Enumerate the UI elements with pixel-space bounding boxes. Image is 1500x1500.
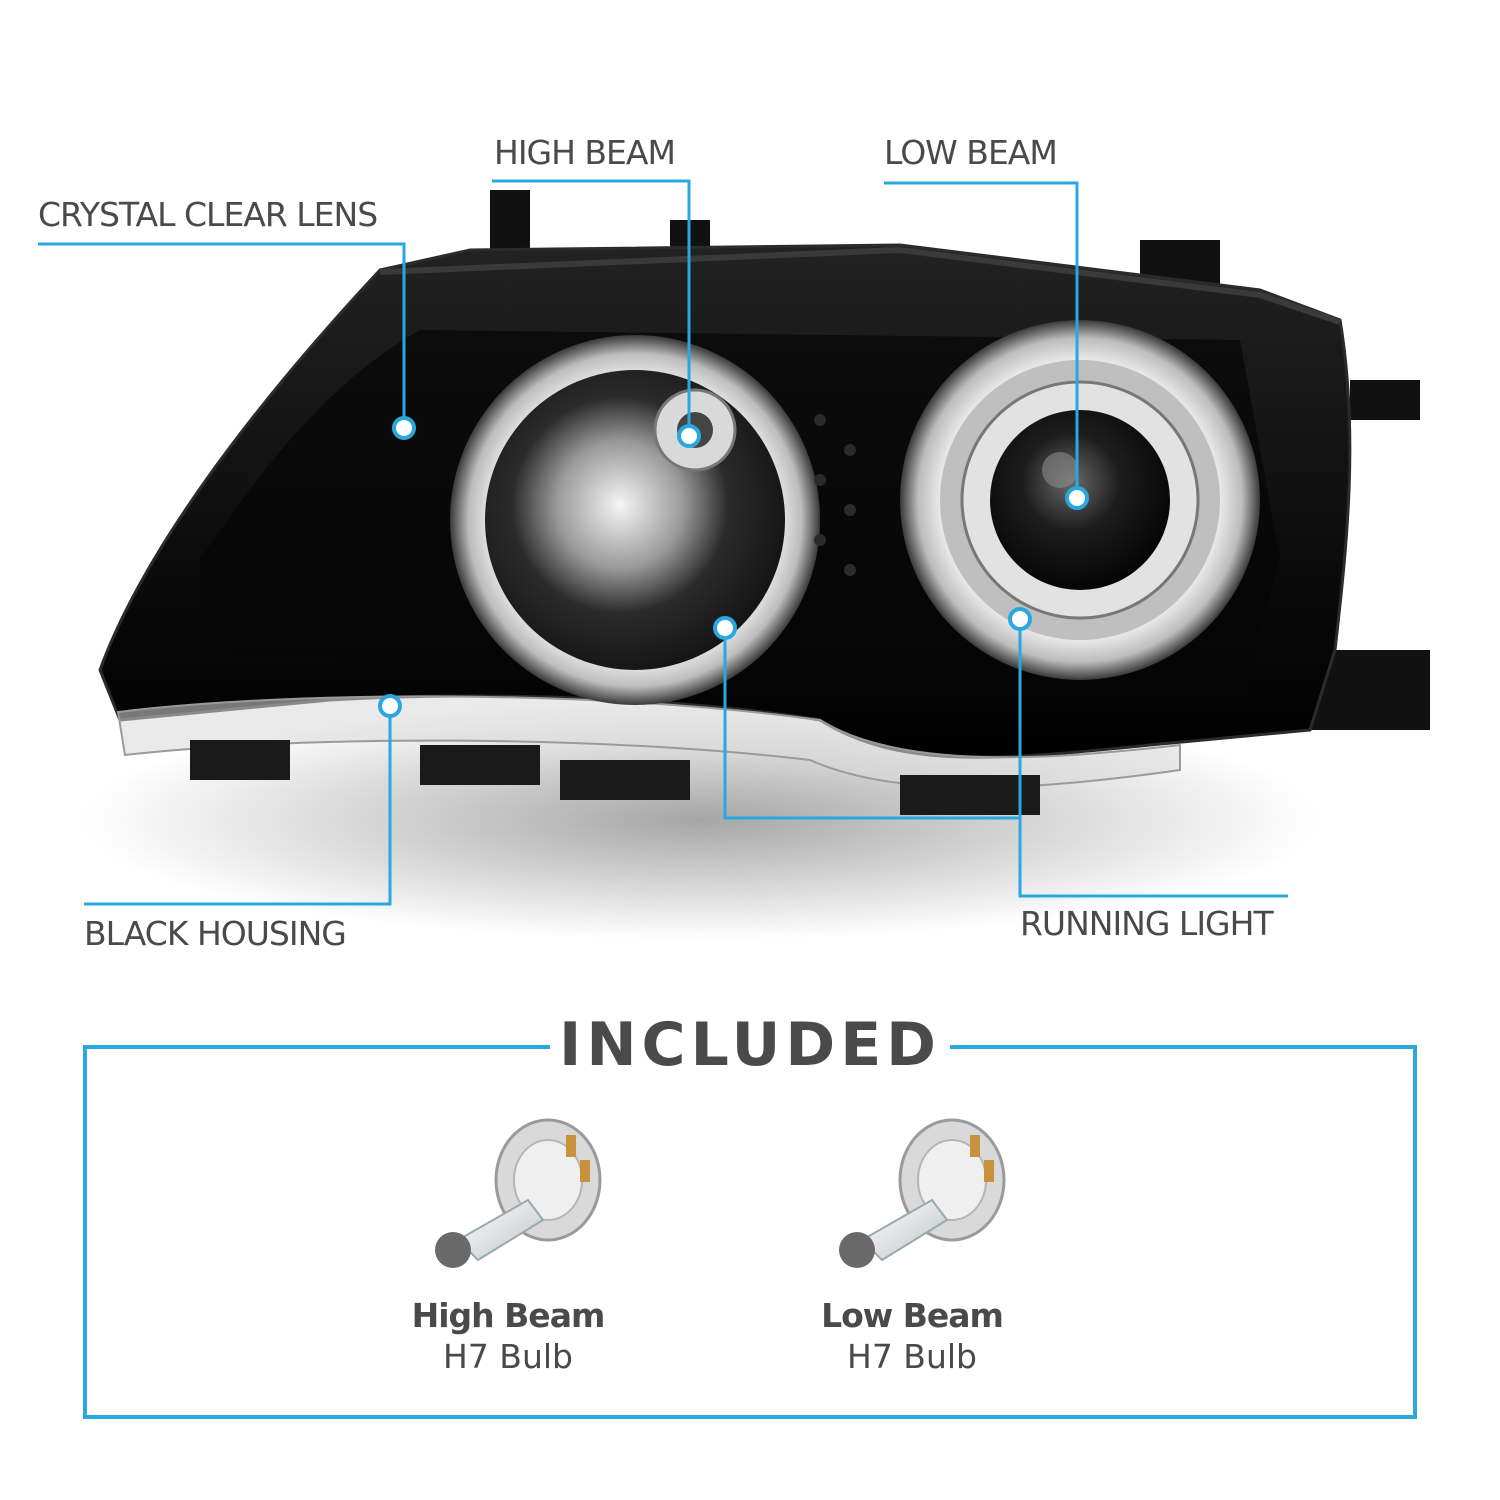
- label-running-light: RUNNING LIGHT: [1020, 904, 1274, 943]
- included-heading: INCLUDED: [550, 1010, 950, 1080]
- callout-dots: [378, 416, 1089, 718]
- label-low-beam: LOW BEAM: [884, 133, 1058, 172]
- dot-running-light-left: [713, 616, 737, 640]
- high-beam-lamp: [450, 335, 820, 705]
- callout-lines: [38, 179, 1288, 906]
- label-black-housing: BLACK HOUSING: [84, 914, 347, 953]
- bulb-type: H7 Bulb: [847, 1337, 977, 1376]
- lens-rim: [379, 246, 1341, 325]
- label-crystal-clear-lens: CRYSTAL CLEAR LENS: [38, 195, 378, 234]
- dot-high-beam: [677, 424, 701, 448]
- included-box: [83, 1045, 1417, 1419]
- dot-running-light-right: [1008, 607, 1032, 631]
- label-high-beam: HIGH BEAM: [494, 133, 676, 172]
- bulb-card-low-beam: Low Beam H7 Bulb: [762, 1110, 1062, 1376]
- h7-bulb-icon: [435, 1118, 602, 1268]
- bulb-name: Low Beam: [821, 1296, 1004, 1335]
- clear-lens-strip: [116, 695, 1181, 789]
- bulb-name: High Beam: [411, 1296, 606, 1335]
- bottom-clips: [190, 740, 1040, 815]
- h7-bulb-icon: [839, 1118, 1006, 1268]
- dot-low-beam: [1065, 486, 1089, 510]
- dot-black-housing: [378, 694, 402, 718]
- bulb-card-high-beam: High Beam H7 Bulb: [358, 1110, 658, 1376]
- bulb-type: H7 Bulb: [443, 1337, 573, 1376]
- housing-dimples: [814, 414, 856, 576]
- dot-crystal-clear-lens: [392, 416, 416, 440]
